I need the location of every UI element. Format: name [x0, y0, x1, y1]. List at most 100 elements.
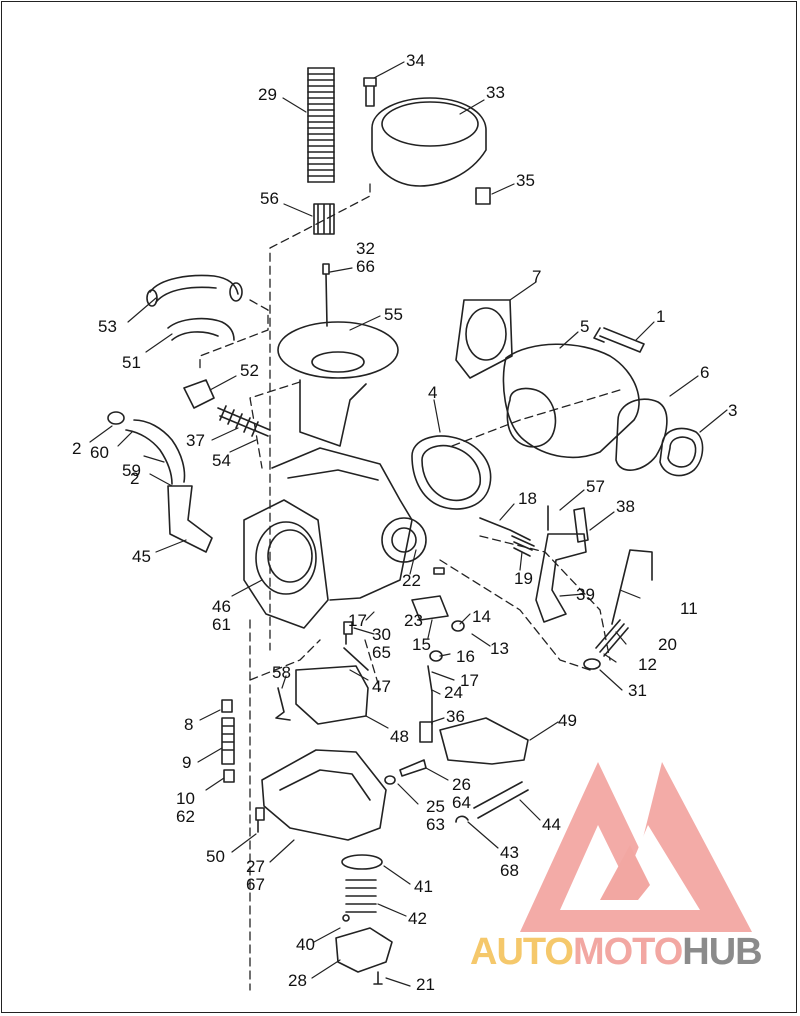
flange-7	[455, 299, 513, 379]
callout-5: 5	[580, 317, 590, 336]
callout-16: 16	[456, 647, 475, 666]
wordmark-auto: AUTO	[470, 931, 574, 973]
ring-3	[659, 427, 704, 477]
callout-19: 19	[514, 569, 533, 588]
diaphragm-55	[277, 321, 399, 379]
callout-50: 50	[206, 847, 225, 866]
hose-44	[473, 781, 529, 819]
callout-12: 12	[638, 655, 657, 674]
callout-59: 59	[122, 461, 141, 480]
screw-26	[399, 759, 427, 777]
callout-58: 58	[272, 663, 291, 682]
wordmark-moto: MOTO	[572, 931, 683, 973]
callout-67: 67	[246, 875, 265, 894]
pin-47	[343, 647, 369, 671]
callout-48: 48	[390, 727, 409, 746]
rod-24	[427, 665, 433, 725]
callout-57: 57	[586, 477, 605, 496]
clip-43	[455, 815, 469, 823]
callout-54: 54	[212, 451, 231, 470]
screw-50	[255, 807, 265, 833]
screw-34	[363, 77, 377, 107]
screw-18	[479, 517, 531, 541]
callout-64: 64	[452, 793, 471, 812]
bushing-35	[475, 187, 491, 205]
callout-34: 34	[406, 51, 425, 70]
cable-11	[611, 549, 653, 625]
callout-21: 21	[416, 975, 435, 994]
pin-58	[275, 687, 291, 721]
gasket-6	[615, 398, 668, 471]
screw-30	[343, 621, 353, 645]
spring-19	[511, 535, 535, 557]
callout-32: 32	[356, 239, 375, 258]
callout-39: 39	[576, 585, 595, 604]
bolt-1	[593, 327, 645, 353]
float-bowl-27	[261, 749, 387, 841]
callout-2-bottom: 2	[130, 469, 140, 488]
callout-42: 42	[408, 909, 427, 928]
spring-42	[345, 879, 377, 913]
callout-30: 30	[372, 625, 391, 644]
callout-55: 55	[384, 305, 403, 324]
jet-needle-32	[322, 263, 330, 327]
callout-45: 45	[132, 547, 151, 566]
callout-24: 24	[444, 683, 463, 702]
callout-53: 53	[98, 317, 117, 336]
callout-6: 6	[700, 363, 710, 382]
callout-11: 11	[680, 599, 698, 618]
hose-59	[125, 419, 186, 485]
air-cleaner-body-5	[502, 343, 640, 459]
cover-33	[371, 97, 487, 187]
callout-38: 38	[616, 497, 635, 516]
jet-8	[221, 699, 233, 713]
spring-12	[595, 619, 629, 657]
callout-61: 61	[212, 615, 231, 634]
callout-33: 33	[486, 83, 505, 102]
callout-36: 36	[446, 707, 465, 726]
callout-10: 10	[176, 789, 195, 808]
elbow-45	[167, 485, 213, 553]
callout-8: 8	[184, 715, 194, 734]
callout-49: 49	[558, 711, 577, 730]
callout-3: 3	[728, 401, 738, 420]
callout-52: 52	[240, 361, 259, 380]
hose-53	[149, 274, 239, 303]
wordmark-hub: HUB	[682, 931, 762, 973]
callout-27: 27	[246, 857, 265, 876]
callout-23: 23	[404, 611, 423, 630]
callout-66: 66	[356, 257, 375, 276]
callout-37: 37	[186, 431, 205, 450]
fitting-52	[183, 379, 215, 409]
retainer-56	[313, 203, 335, 235]
callout-29: 29	[258, 85, 277, 104]
callout-31: 31	[628, 681, 647, 700]
callout-17-right: 17	[460, 671, 479, 690]
callout-9: 9	[182, 753, 192, 772]
seal-ring-4	[411, 435, 492, 510]
automotohub-wordmark: AUTOMOTOHUB	[470, 931, 763, 973]
valve-36	[419, 721, 433, 743]
callout-65: 65	[372, 643, 391, 662]
callout-13: 13	[490, 639, 509, 658]
gasket-49	[439, 717, 529, 765]
callout-56: 56	[260, 189, 279, 208]
bracket-38	[535, 533, 587, 623]
jet-10	[223, 769, 235, 783]
diaphragm-41	[341, 854, 383, 870]
callout-46: 46	[212, 597, 231, 616]
callout-14: 14	[472, 607, 491, 626]
callout-4: 4	[428, 383, 438, 402]
callout-40: 40	[296, 935, 315, 954]
lever-23	[411, 595, 449, 621]
callout-63: 63	[426, 815, 445, 834]
tube-9	[221, 717, 235, 765]
callout-20: 20	[658, 635, 677, 654]
callout-47: 47	[372, 677, 391, 696]
callout-1: 1	[656, 307, 666, 326]
callout-43: 43	[500, 843, 519, 862]
callout-41: 41	[414, 877, 433, 896]
